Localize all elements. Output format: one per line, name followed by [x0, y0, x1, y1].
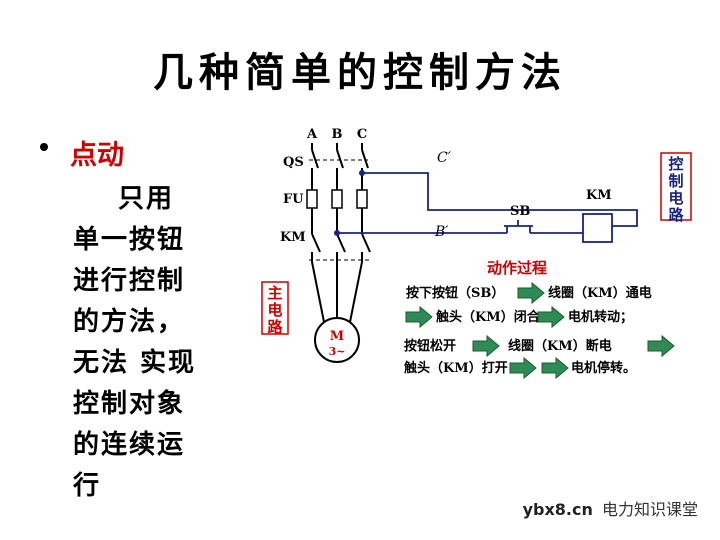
watermark-name: 电力知识课堂: [601, 500, 698, 519]
process-row3-a: 按钮松开: [404, 338, 456, 354]
arrow-icon: [472, 335, 500, 357]
description-line: 进行控制: [73, 266, 186, 296]
page-title: 几种简单的控制方法: [153, 49, 567, 96]
km-coil-icon: [582, 213, 613, 243]
phase-label-a: A: [306, 127, 318, 142]
c-prime-label: C′: [437, 150, 452, 166]
phase-label-c: C: [357, 127, 367, 142]
arrow-icon: [405, 306, 433, 328]
sb-pushbutton-icon: [504, 220, 533, 233]
main-circuit-label: 主电路: [267, 284, 283, 336]
arrow-icon: [517, 282, 545, 304]
junction-dot-c: [359, 170, 365, 176]
bullet-heading: 点动: [70, 140, 124, 171]
description-line: 无法 实现: [73, 348, 197, 378]
junction-dot-b: [334, 230, 340, 236]
arrow-icon: [541, 357, 569, 379]
process-title: 动作过程: [487, 259, 547, 277]
km-coil-label: KM: [586, 188, 612, 203]
description-line: 单一按钮: [73, 225, 186, 255]
b-prime-label: B′: [434, 224, 449, 240]
sb-label: SB: [510, 204, 530, 219]
qs-label: QS: [283, 155, 304, 170]
process-row1-b: 线圈（KM）通电: [548, 285, 652, 301]
control-wires: [337, 172, 638, 234]
description-line: 只用: [118, 184, 175, 214]
motor-phase: 3~: [329, 345, 346, 358]
bullet-dot-icon: [40, 143, 48, 151]
main-circuit-box: [261, 281, 289, 335]
arrow-icon: [537, 306, 565, 328]
arrow-icon: [647, 335, 675, 357]
three-phase-lines: [311, 143, 371, 323]
process-row2-a: 触头（KM）闭合: [435, 309, 541, 325]
watermark: ybx8.cn 电力知识课堂: [523, 496, 698, 520]
description-line: 的连续运: [73, 430, 186, 460]
motor-name: M: [330, 329, 344, 344]
description-line: 的方法，: [73, 307, 186, 337]
process-row4-b: 电机停转。: [571, 360, 636, 376]
control-circuit-label: 控制电路: [668, 155, 684, 224]
control-circuit-box: [660, 152, 692, 221]
fu-label: FU: [283, 192, 304, 207]
description-line: 行: [73, 471, 102, 501]
description-line: 控制对象: [73, 389, 186, 419]
process-row4-a: 触头（KM）打开: [403, 360, 508, 376]
arrow-icon: [509, 357, 537, 379]
watermark-site: ybx8.cn: [522, 500, 593, 519]
process-row3-b: 线圈（KM）断电: [508, 338, 612, 354]
process-row2-b: 电机转动；: [568, 309, 633, 325]
process-row1-a: 按下按钮（SB）: [406, 285, 504, 301]
fuse-icons: [306, 189, 368, 209]
km-label: KM: [280, 230, 306, 245]
motor-icon: [314, 317, 360, 363]
phase-label-b: B: [332, 127, 343, 142]
